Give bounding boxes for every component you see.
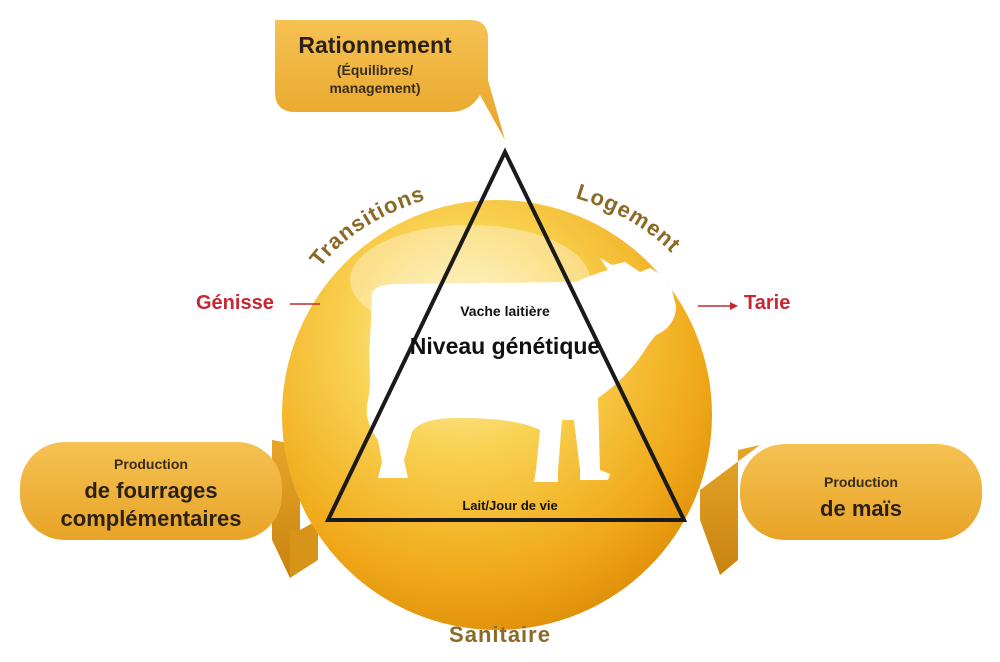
left-callout-box [20,442,282,540]
top-callout-shape [275,20,505,140]
top-callout-line1: (Équilibres/ [336,62,414,78]
left-callout-small: Production [114,456,188,472]
genisse-label: Génisse [196,292,274,314]
triangle-base-label: Lait/Jour de vie [462,498,558,513]
left-callout-line2: complémentaires [60,506,242,531]
triangle [324,147,688,522]
arrow-right-icon [698,302,738,310]
left-callout-line1: de fourrages [84,478,218,503]
cow-silhouette-icon [366,258,676,482]
center-subtitle: Vache laitière [460,303,550,319]
center-title: Niveau génétique [409,333,601,359]
top-callout-title: Rationnement [298,32,452,58]
right-callout-small: Production [824,474,898,490]
right-callout-ribbon [700,445,760,575]
sanitaire-label: Sanitaire [449,622,551,647]
right-callout-box [740,444,982,540]
tarie-label: Tarie [744,292,791,314]
top-callout-line2: management) [329,80,421,96]
right-callout-line1: de maïs [820,496,902,521]
